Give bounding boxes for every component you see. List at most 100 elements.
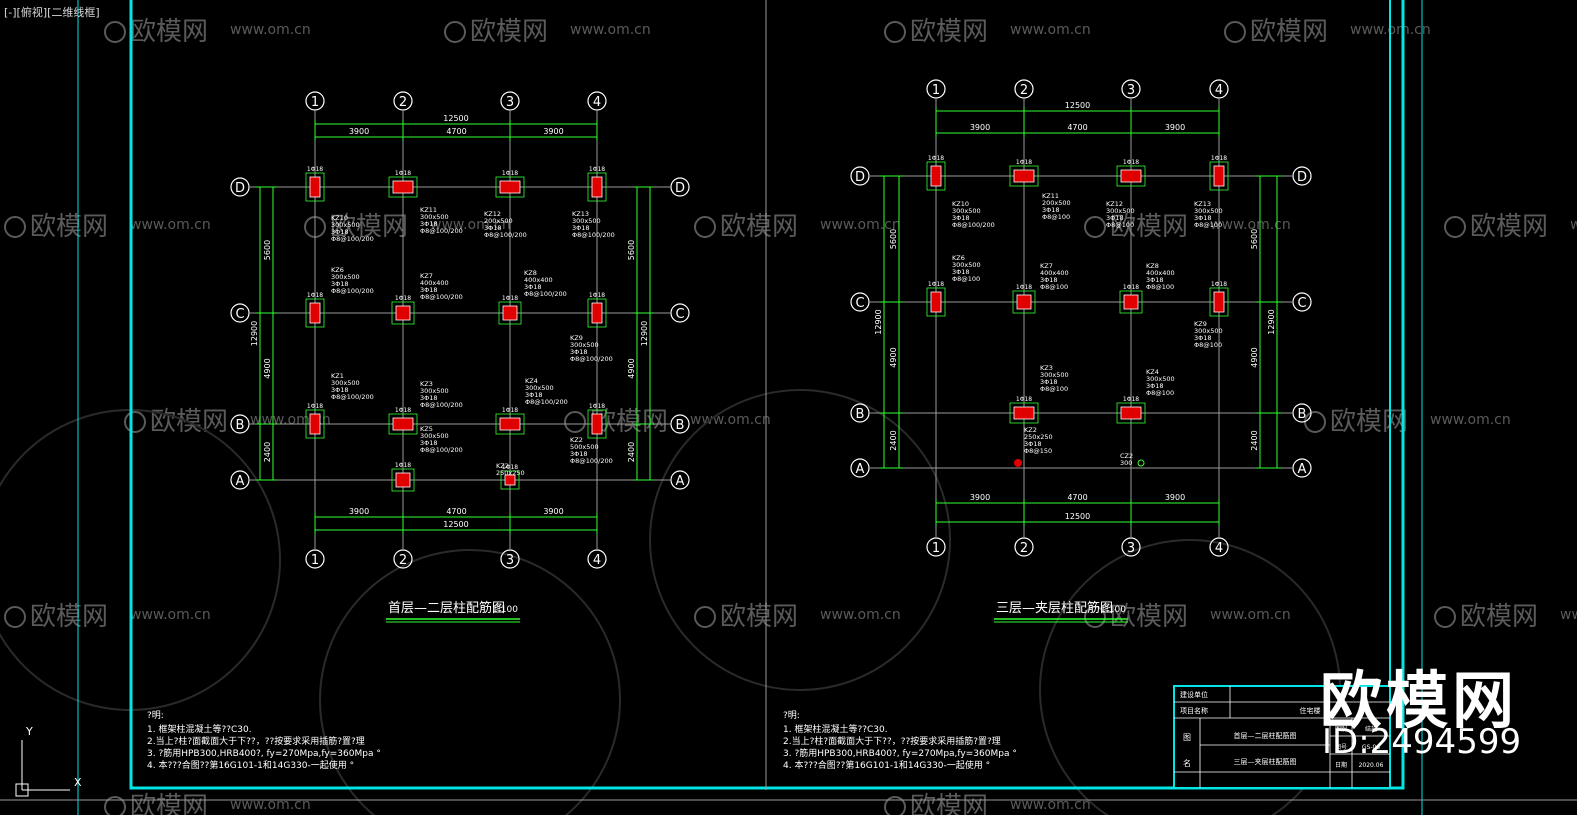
- notes-line: 2.当上?柱?面截面大于下??，??按要求采用插筋?置?理: [147, 735, 365, 747]
- axis-label: C: [1297, 296, 1306, 311]
- axis-label: D: [675, 181, 685, 196]
- watermark-url-text: www.om.cn: [230, 797, 311, 813]
- dimension-text: 12900: [250, 321, 259, 346]
- column-label: KZ4: [1146, 368, 1159, 376]
- dimension-text: 3900: [970, 493, 990, 502]
- dimension-text: 3900: [349, 507, 369, 516]
- column-dim-box: [587, 409, 607, 439]
- column-label: Φ8@100/200: [570, 355, 613, 363]
- column: [1120, 169, 1142, 183]
- watermark-logo-icon: [1434, 606, 1456, 628]
- tb-row2-label: 项目名称: [1180, 706, 1208, 715]
- axis-label: C: [235, 307, 244, 322]
- rebar-text: 1Φ18: [395, 295, 411, 302]
- column-dim-box: [500, 470, 520, 490]
- viewport-label[interactable]: [-][俯视][二维线框]: [4, 6, 100, 19]
- axis-label: 2: [399, 553, 407, 568]
- dimension-text: 4700: [446, 127, 466, 136]
- column-label: KZ1: [331, 372, 344, 380]
- watermark-url-text: www.om.cn: [1210, 217, 1291, 233]
- column-label: KZ12: [484, 210, 501, 218]
- tb-right-label: 图别: [1335, 725, 1347, 733]
- column-label: 300: [1120, 459, 1132, 467]
- column-dim-box: [1012, 290, 1036, 314]
- column-label: KZ3: [420, 380, 433, 388]
- column-label: KZ2: [1024, 426, 1037, 434]
- watermark-url-text: www.om.cn: [230, 22, 311, 38]
- column-label: 300x500: [952, 207, 981, 215]
- column-label: 3Φ18: [1146, 276, 1164, 284]
- column-label: 300x500: [1194, 207, 1223, 215]
- column: [309, 302, 321, 324]
- column-dim-box: [926, 161, 946, 191]
- rebar-text: 1Φ18: [1123, 396, 1139, 403]
- axis-bubble: [926, 79, 946, 99]
- column-label: 200x500: [1042, 199, 1071, 207]
- notes-header: ?明:: [147, 710, 164, 721]
- watermark-logo-text: 欧模网: [130, 17, 208, 47]
- watermark-logo-text: 欧模网: [130, 792, 208, 815]
- column-label: KZ11: [1042, 192, 1059, 200]
- axis-bubble: [230, 414, 250, 434]
- dimension-text: 2400: [889, 430, 898, 450]
- column-label: KZ10: [952, 200, 969, 208]
- watermark-logo-text: 欧模网: [470, 17, 548, 47]
- dimension-text: 12500: [1065, 512, 1090, 521]
- watermark-url-text: www.om.cn: [1010, 797, 1091, 813]
- notes-block-right: ?明:1. 框架柱混凝土等??C30.2.当上?柱?面截面大于下??，??按要求…: [783, 710, 1017, 771]
- watermark-logo-text: 欧模网: [1250, 17, 1328, 47]
- column: [930, 165, 942, 187]
- column-label: Φ8@100/200: [331, 393, 374, 401]
- watermark-logo-icon: [4, 606, 26, 628]
- axis-bubble: [850, 403, 870, 423]
- column-label: 3Φ18: [525, 391, 543, 399]
- tb-drawing-name: 首层—二层柱配筋图: [1234, 731, 1297, 740]
- column: [1013, 406, 1035, 420]
- notes-header: ?明:: [783, 710, 800, 721]
- column: [1016, 294, 1032, 310]
- watermark-logo-text: 欧模网: [910, 17, 988, 47]
- column-dim-box: [495, 176, 525, 198]
- column-label: KZ5: [420, 425, 433, 433]
- watermark-url-text: www.om.cn: [430, 217, 511, 233]
- column: [1013, 169, 1035, 183]
- tb-side-label: 图: [1183, 733, 1191, 742]
- watermark-logo-icon: [884, 796, 906, 815]
- axis-label: 2: [1020, 541, 1028, 556]
- column: [395, 305, 411, 321]
- rebar-text: 1Φ18: [928, 155, 944, 162]
- column-label: 3Φ18: [1106, 214, 1124, 222]
- axis-bubble: [1209, 79, 1229, 99]
- axis-bubble: [1209, 537, 1229, 557]
- column-label: 300x500: [1106, 207, 1135, 215]
- dimension-text: 3900: [1165, 493, 1185, 502]
- tb-right-value: GS-06: [1362, 744, 1380, 751]
- column-label: 3Φ18: [420, 394, 438, 402]
- dimension-text: 5600: [1250, 229, 1259, 249]
- watermark-logo-text: 欧模网: [720, 212, 798, 242]
- column-label: 300x500: [420, 432, 449, 440]
- column: [499, 417, 521, 431]
- axis-bubble: [230, 177, 250, 197]
- watermark-url-text: www.om.cn: [820, 607, 901, 623]
- tb-side-label: 名: [1183, 758, 1191, 768]
- notes-line: 4. 本???合图??第16G101-1和14G330-一起使用 °: [783, 759, 990, 771]
- column-label: 300x500: [570, 341, 599, 349]
- column-label: Φ8@100/200: [952, 221, 995, 229]
- watermark-logo-text: 欧模网: [1470, 212, 1548, 242]
- column-label: KZ6: [331, 266, 344, 274]
- dimension-text: 12500: [1065, 101, 1090, 110]
- watermark-logo-icon: [1224, 21, 1246, 43]
- column-label: KZ9: [1194, 320, 1207, 328]
- column-label: Φ8@100/200: [420, 227, 463, 235]
- watermark-url-text: www.om.cn: [690, 412, 771, 428]
- column-label: 400x400: [420, 279, 449, 287]
- dimension-text: 4700: [1067, 123, 1087, 132]
- column-label: 250x250: [496, 469, 525, 477]
- column-label: 3Φ18: [524, 283, 542, 291]
- axis-bubble: [850, 292, 870, 312]
- column-label: 3Φ18: [420, 220, 438, 228]
- watermark-logo-text: 欧模网: [1460, 602, 1538, 632]
- axis-bubble: [1014, 537, 1034, 557]
